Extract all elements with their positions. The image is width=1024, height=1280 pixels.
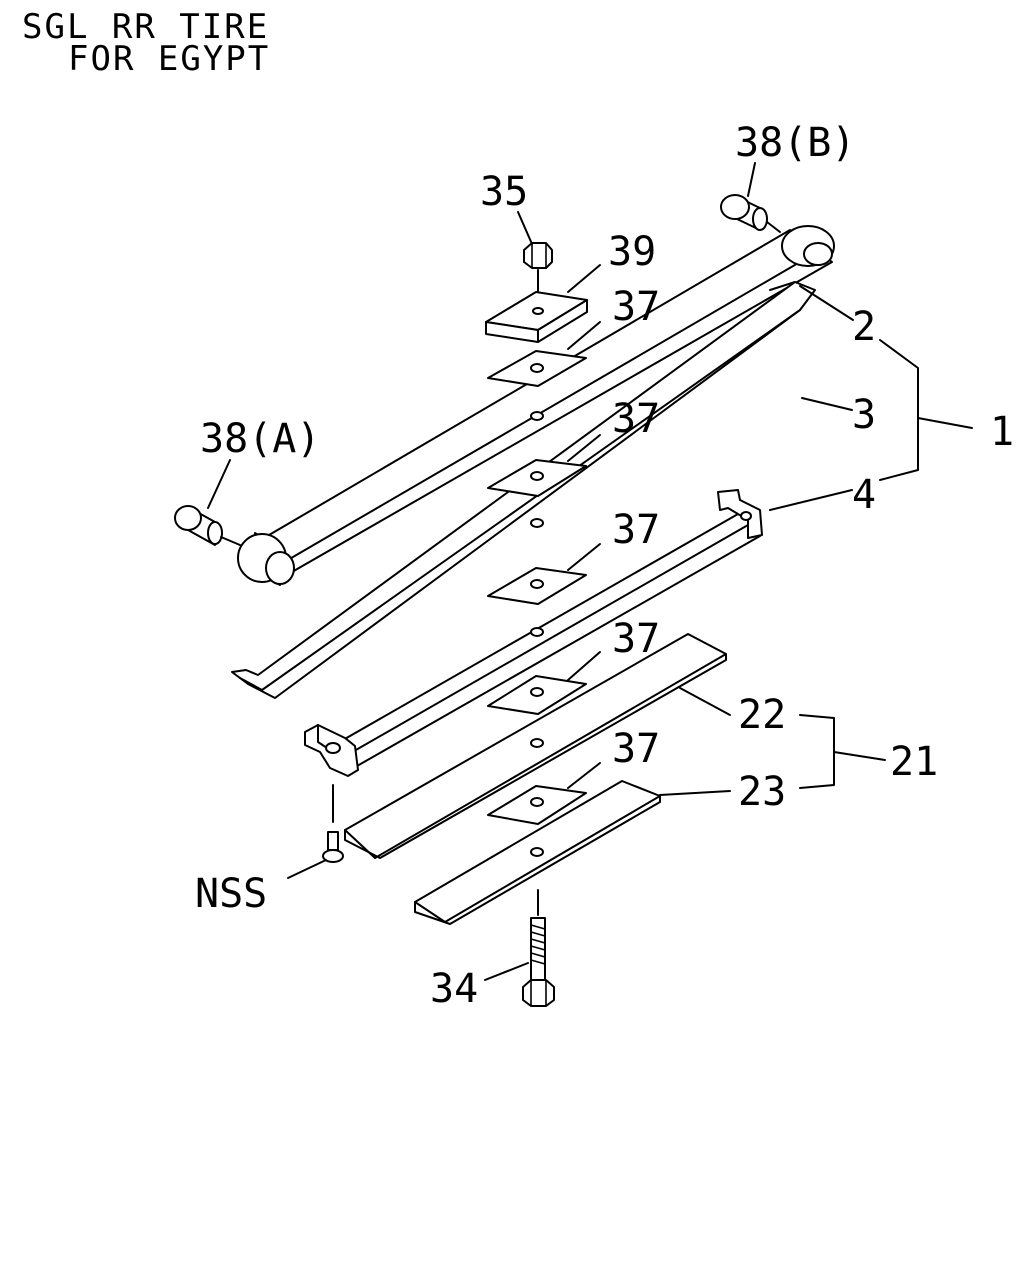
- title-line-2: FOR EGYPT: [68, 39, 270, 79]
- plate-39: [485, 291, 588, 343]
- callout-34: 34: [430, 966, 478, 1012]
- callout-23: 23: [738, 769, 786, 815]
- callout-37-top: 37: [612, 284, 660, 330]
- callout-37-2: 37: [612, 396, 660, 442]
- bushing-38a: [174, 505, 241, 546]
- callout-21: 21: [890, 739, 938, 785]
- callout-38b: 38(B): [735, 120, 855, 166]
- leaf-22: [344, 633, 727, 859]
- title-line-1: SGL RR TIRE: [22, 7, 269, 47]
- spacer-37-2: [487, 459, 587, 497]
- spacer-37-3: [487, 567, 587, 605]
- bolt-34: [522, 889, 555, 1007]
- callout-37-3: 37: [612, 507, 660, 553]
- spacer-37-top: [487, 350, 587, 387]
- callout-2: 2: [852, 304, 876, 350]
- callout-22: 22: [738, 692, 786, 738]
- callout-3: 3: [852, 392, 876, 438]
- callout-39: 39: [608, 229, 656, 275]
- nut-35: [523, 242, 553, 311]
- spacer-37-4: [487, 675, 587, 715]
- bolt-nss: [322, 784, 344, 863]
- callout-4: 4: [852, 472, 876, 518]
- spacer-37-5: [487, 785, 587, 825]
- bushing-38b: [720, 194, 781, 233]
- leaf-4: [304, 489, 763, 777]
- main-leaf-2: [237, 225, 835, 586]
- callout-38a: 38(A): [200, 416, 320, 462]
- leaf-23: [414, 780, 661, 925]
- callout-37-5: 37: [612, 726, 660, 772]
- callout-35: 35: [480, 169, 528, 215]
- callout-37-4: 37: [612, 616, 660, 662]
- callout-nss: NSS: [195, 871, 267, 917]
- callout-1: 1: [990, 409, 1014, 455]
- leader-lines: [207, 162, 973, 981]
